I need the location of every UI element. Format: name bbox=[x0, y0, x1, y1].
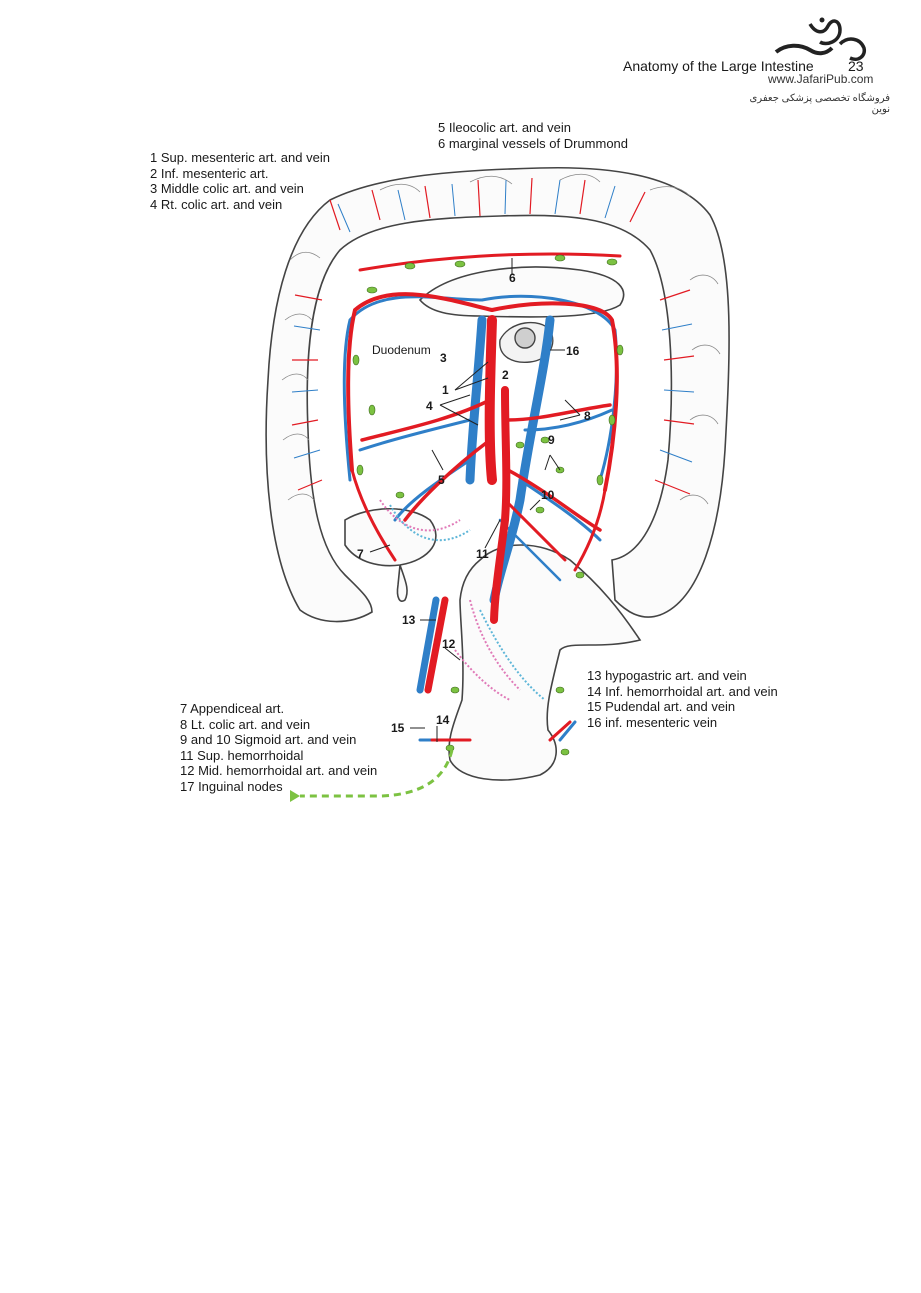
colon-outline bbox=[265, 166, 730, 781]
label-duodenum: Duodenum bbox=[372, 343, 431, 357]
marginal-branches-venous bbox=[291, 179, 695, 463]
legend-item: 4 Rt. colic art. and vein bbox=[150, 196, 283, 212]
label-14: 14 bbox=[436, 713, 450, 727]
label-4: 4 bbox=[426, 399, 433, 413]
label-3: 3 bbox=[440, 351, 447, 365]
legend-item: 16 inf. mesenteric vein bbox=[587, 714, 718, 730]
legend-item: 1 Sup. mesenteric art. and vein bbox=[150, 150, 330, 165]
marginal-branches bbox=[291, 177, 695, 495]
inguinal-arrow-icon bbox=[290, 790, 300, 802]
publisher-logo-icon bbox=[774, 17, 867, 61]
label-13: 13 bbox=[402, 613, 416, 627]
legend-item: 17 Inguinal nodes bbox=[180, 778, 283, 794]
label-7: 7 bbox=[357, 547, 364, 561]
legend-bottom-right: 13 hypogastric art. and vein 14 Inf. hem… bbox=[587, 668, 778, 730]
label-15: 15 bbox=[391, 721, 405, 735]
leader-lines bbox=[369, 258, 581, 742]
label-1: 1 bbox=[442, 383, 449, 397]
label-16: 16 bbox=[566, 344, 580, 358]
label-10: 10 bbox=[541, 488, 555, 502]
label-2: 2 bbox=[502, 368, 509, 382]
legend-item: 14 Inf. hemorrhoidal art. and vein bbox=[587, 683, 778, 699]
label-12: 12 bbox=[442, 637, 456, 651]
label-6: 6 bbox=[509, 271, 516, 285]
label-8: 8 bbox=[584, 409, 591, 423]
legend-item: 12 Mid. hemorrhoidal art. and vein bbox=[180, 763, 378, 779]
duodenum bbox=[499, 321, 554, 363]
legend-item: 7 Appendiceal art. bbox=[180, 701, 285, 716]
label-11: 11 bbox=[476, 547, 489, 561]
page-number: 23 bbox=[848, 58, 864, 74]
label-9: 9 bbox=[548, 433, 555, 447]
arteries bbox=[346, 252, 622, 742]
legend-item: 11 Sup. hemorrhoidal bbox=[180, 747, 304, 763]
legend-item: 9 and 10 Sigmoid art. and vein bbox=[180, 732, 357, 748]
page-title: Anatomy of the Large Intestine bbox=[623, 58, 814, 74]
publisher-url[interactable]: www.JafariPub.com bbox=[768, 72, 874, 86]
legend-bottom-left: 7 Appendiceal art. 8 Lt. colic art. and … bbox=[180, 701, 377, 795]
legend-top-center: 5 Ileocolic art. and vein 6 marginal ves… bbox=[438, 120, 628, 151]
legend-item: 15 Pudendal art. and vein bbox=[587, 699, 736, 715]
legend-item: 2 Inf. mesenteric art. bbox=[150, 165, 269, 181]
legend-item: 5 Ileocolic art. and vein bbox=[438, 120, 571, 135]
legend-item: 13 hypogastric art. and vein bbox=[587, 668, 747, 683]
haustra-texture bbox=[281, 173, 721, 505]
legend-top-left: 1 Sup. mesenteric art. and vein 2 Inf. m… bbox=[150, 150, 330, 212]
publisher-name: فروشگاه تخصصی پزشکی جعفری نوین bbox=[749, 93, 890, 115]
legend-item: 3 Middle colic art. and vein bbox=[150, 181, 304, 197]
label-5: 5 bbox=[438, 473, 445, 487]
lymph-nodes bbox=[352, 254, 624, 756]
legend-item: 8 Lt. colic art. and vein bbox=[180, 716, 311, 732]
legend-item: 6 marginal vessels of Drummond bbox=[438, 135, 629, 151]
inguinal-pathway bbox=[300, 749, 454, 798]
lymph-vessels bbox=[379, 499, 546, 701]
